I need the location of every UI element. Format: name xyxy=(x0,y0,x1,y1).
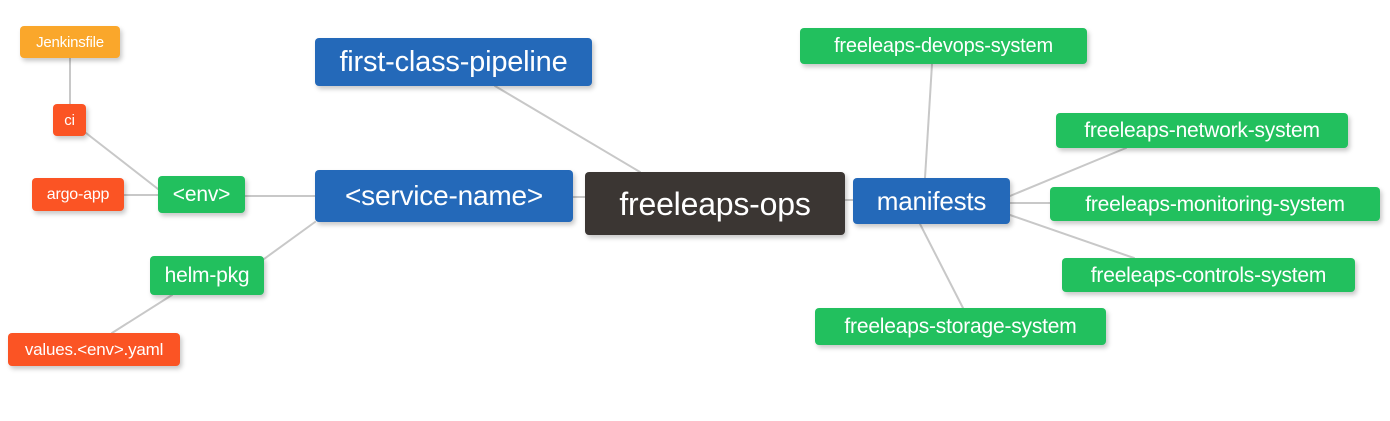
node-values-yaml[interactable]: values.<env>.yaml xyxy=(8,333,180,366)
node-label-argo-app: argo-app xyxy=(46,185,110,203)
node-freeleaps-ops[interactable]: freeleaps-ops xyxy=(585,172,845,235)
edge-manifests-to-freeleaps-devops-system xyxy=(924,63,933,179)
node-label-first-class-pipeline: first-class-pipeline xyxy=(339,45,568,78)
node-label-values-yaml: values.<env>.yaml xyxy=(24,340,164,359)
node-label-freeleaps-network-system: freeleaps-network-system xyxy=(1084,119,1320,142)
node-jenkinsfile[interactable]: Jenkinsfile xyxy=(20,26,120,58)
node-label-freeleaps-storage-system: freeleaps-storage-system xyxy=(844,315,1077,338)
node-label-freeleaps-devops-system: freeleaps-devops-system xyxy=(834,35,1053,57)
node-freeleaps-devops-system[interactable]: freeleaps-devops-system xyxy=(800,28,1087,64)
node-label-manifests: manifests xyxy=(876,186,987,216)
node-first-class-pipeline[interactable]: first-class-pipeline xyxy=(315,38,592,86)
node-argo-app[interactable]: argo-app xyxy=(32,178,124,211)
node-freeleaps-network-system[interactable]: freeleaps-network-system xyxy=(1056,113,1348,148)
node-freeleaps-storage-system[interactable]: freeleaps-storage-system xyxy=(815,308,1106,345)
edge-service-name-to-helm-pkg xyxy=(263,221,316,260)
edge-manifests-to-freeleaps-controls-system xyxy=(1009,214,1135,259)
node-label-freeleaps-monitoring-system: freeleaps-monitoring-system xyxy=(1085,192,1345,216)
node-ci[interactable]: ci xyxy=(53,104,86,136)
edge-first-class-pipeline-to-freeleaps-ops xyxy=(494,85,641,173)
node-freeleaps-monitoring-system[interactable]: freeleaps-monitoring-system xyxy=(1050,187,1380,221)
node-label-freeleaps-controls-system: freeleaps-controls-system xyxy=(1090,263,1327,287)
node-label-freeleaps-ops: freeleaps-ops xyxy=(619,185,811,222)
node-service-name[interactable]: <service-name> xyxy=(315,170,573,222)
node-label-helm-pkg: helm-pkg xyxy=(164,264,250,287)
node-label-ci: ci xyxy=(64,111,75,129)
edge-helm-pkg-to-values-yaml xyxy=(111,294,173,334)
node-env[interactable]: <env> xyxy=(158,176,245,213)
node-label-service-name: <service-name> xyxy=(345,180,543,211)
edge-manifests-to-freeleaps-storage-system xyxy=(919,223,964,309)
node-helm-pkg[interactable]: helm-pkg xyxy=(150,256,264,295)
node-freeleaps-controls-system[interactable]: freeleaps-controls-system xyxy=(1062,258,1355,292)
node-label-jenkinsfile: Jenkinsfile xyxy=(36,33,104,51)
node-label-env: <env> xyxy=(172,183,231,206)
node-manifests[interactable]: manifests xyxy=(853,178,1010,224)
